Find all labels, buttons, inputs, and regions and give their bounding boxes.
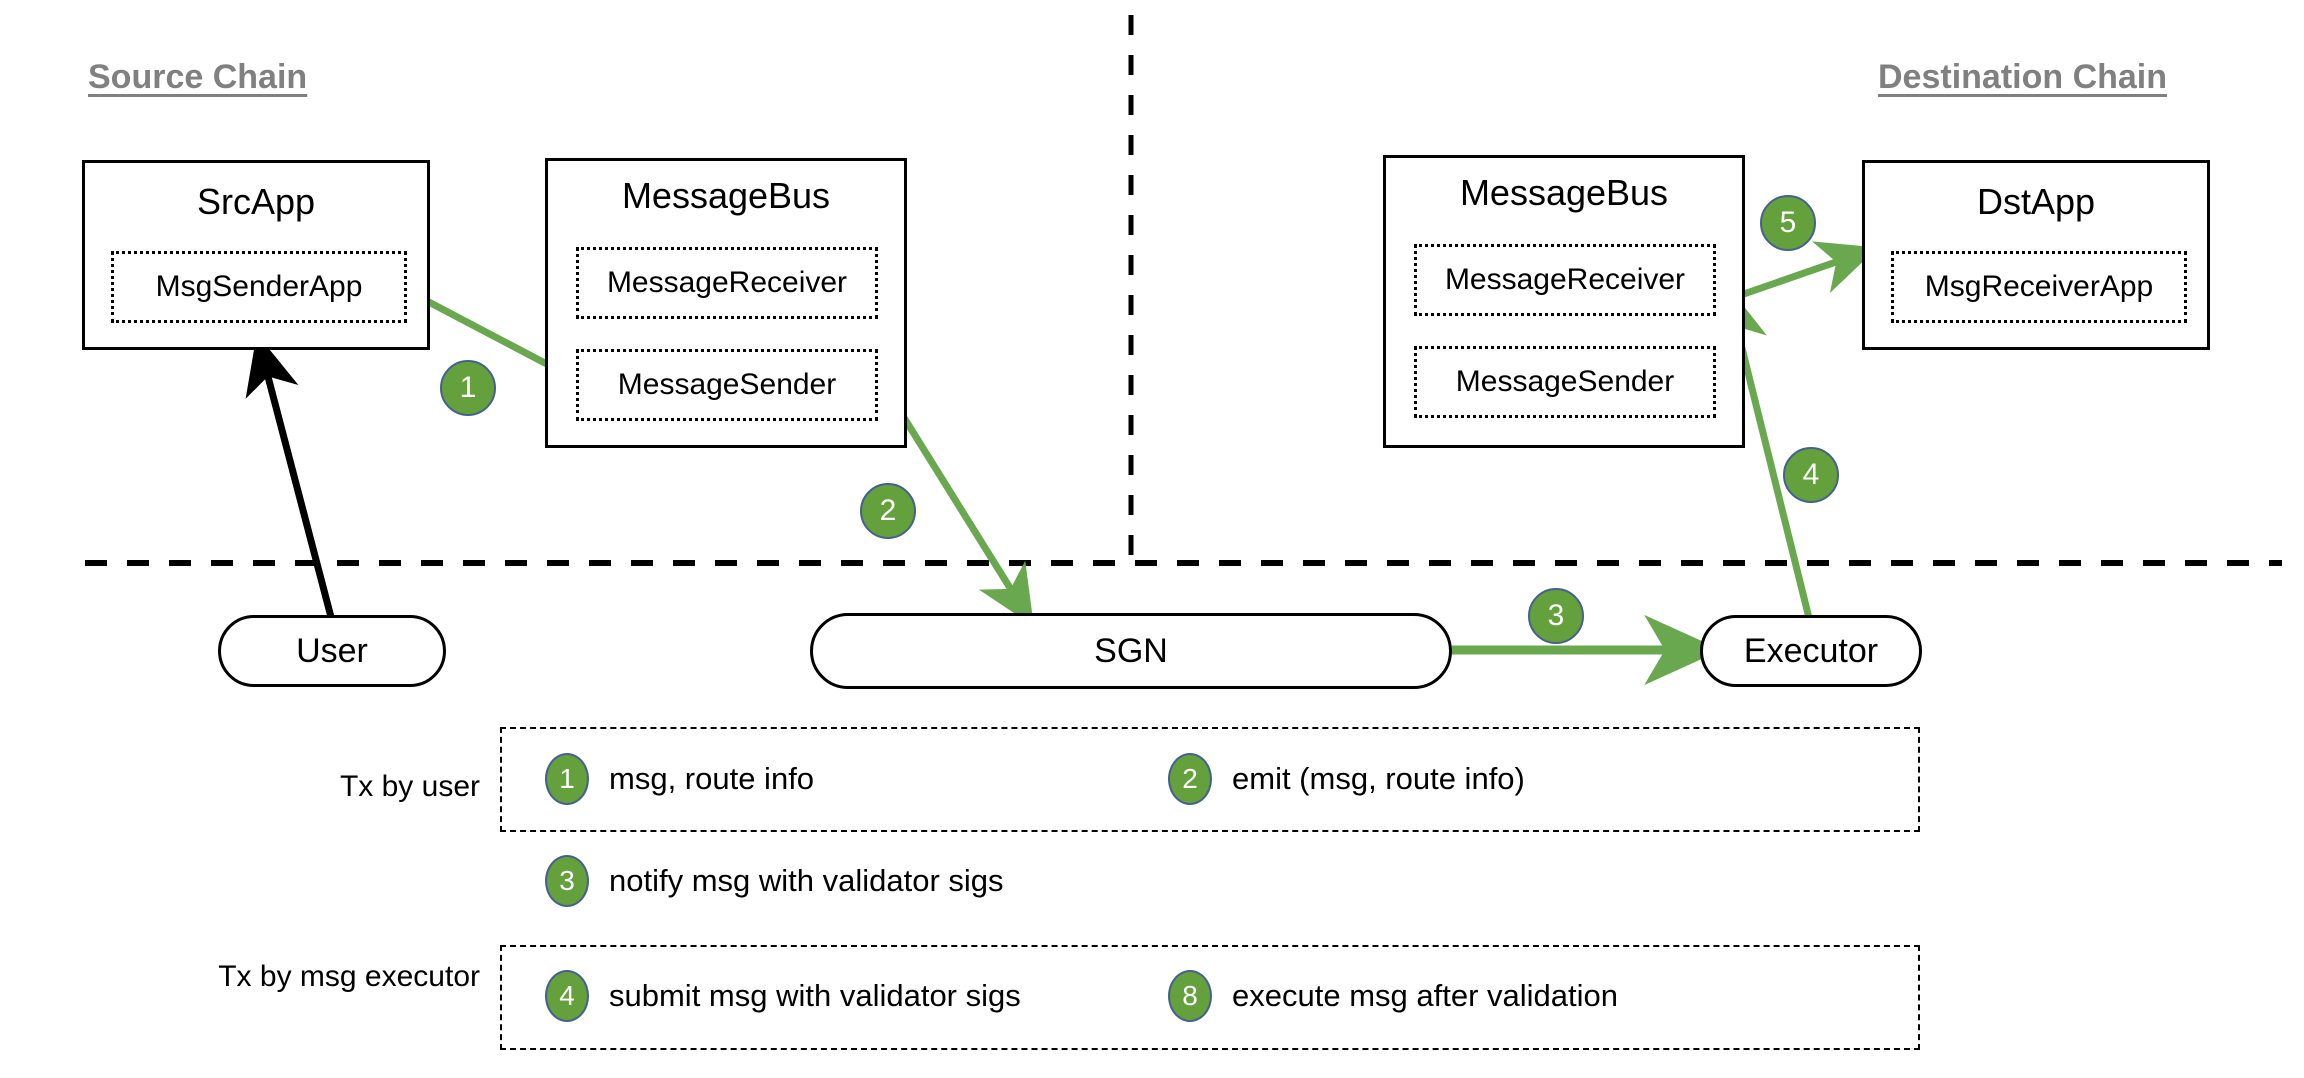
legend-item-3[interactable]: 3 notify msg with validator sigs	[545, 855, 1004, 907]
flow-badge-4[interactable]: 4	[1783, 447, 1839, 503]
user-pill[interactable]: User	[218, 615, 446, 687]
flow-badge-2[interactable]: 2	[860, 483, 916, 539]
executor-pill[interactable]: Executor	[1700, 615, 1922, 687]
legend-text-8: execute msg after validation	[1232, 978, 1618, 1013]
destination-chain-title: Destination Chain	[1878, 58, 2168, 96]
legend-text-3: notify msg with validator sigs	[609, 863, 1004, 898]
msgsenderapp-inner-box[interactable]: MsgSenderApp	[111, 251, 407, 323]
srcapp-box[interactable]: SrcApp MsgSenderApp	[82, 160, 430, 350]
legend-badge-4: 4	[545, 970, 589, 1022]
flow-badge-5[interactable]: 5	[1760, 195, 1816, 251]
legend-text-1: msg, route info	[609, 761, 815, 796]
arrow-step-2	[885, 390, 1034, 627]
arrow-user-to-srcapp	[245, 333, 335, 618]
destination-messagesender-inner-box[interactable]: MessageSender	[1414, 346, 1716, 418]
sgn-pill[interactable]: SGN	[810, 613, 1452, 689]
legend-text-2: emit (msg, route info)	[1232, 761, 1525, 796]
dstapp-box[interactable]: DstApp MsgReceiverApp	[1862, 160, 2210, 350]
flow-badge-3[interactable]: 3	[1528, 588, 1584, 644]
destination-messagebus-title: MessageBus	[1459, 172, 1669, 213]
dstapp-title: DstApp	[1976, 181, 2096, 222]
legend-row2-box	[500, 945, 1920, 1050]
flow-badge-1[interactable]: 1	[440, 360, 496, 416]
destination-messagebus-box[interactable]: MessageBus MessageReceiver MessageSender	[1383, 155, 1745, 448]
srcapp-title: SrcApp	[196, 181, 316, 222]
legend-badge-2: 2	[1168, 753, 1212, 805]
msgreceiverapp-inner-box[interactable]: MsgReceiverApp	[1891, 251, 2187, 323]
legend-text-4: submit msg with validator sigs	[609, 978, 1021, 1013]
source-messagebus-box[interactable]: MessageBus MessageReceiver MessageSender	[545, 158, 907, 448]
legend-row1-label: Tx by user	[339, 770, 480, 803]
legend-item-4[interactable]: 4 submit msg with validator sigs	[545, 970, 1021, 1022]
source-messagesender-inner-box[interactable]: MessageSender	[576, 349, 878, 421]
legend-item-2[interactable]: 2 emit (msg, route info)	[1168, 753, 1525, 805]
legend-item-8[interactable]: 8 execute msg after validation	[1168, 970, 1618, 1022]
legend-item-1[interactable]: 1 msg, route info	[545, 753, 814, 805]
source-chain-title: Source Chain	[88, 58, 308, 96]
legend-badge-3: 3	[545, 855, 589, 907]
source-messagereceiver-inner-box[interactable]: MessageReceiver	[576, 247, 878, 319]
legend-badge-1: 1	[545, 753, 589, 805]
destination-messagereceiver-inner-box[interactable]: MessageReceiver	[1414, 244, 1716, 316]
legend-badge-8: 8	[1168, 970, 1212, 1022]
source-messagebus-title: MessageBus	[621, 175, 831, 216]
legend-row2-label: Tx by msg executor	[218, 960, 480, 993]
legend-row1-box	[500, 727, 1920, 832]
